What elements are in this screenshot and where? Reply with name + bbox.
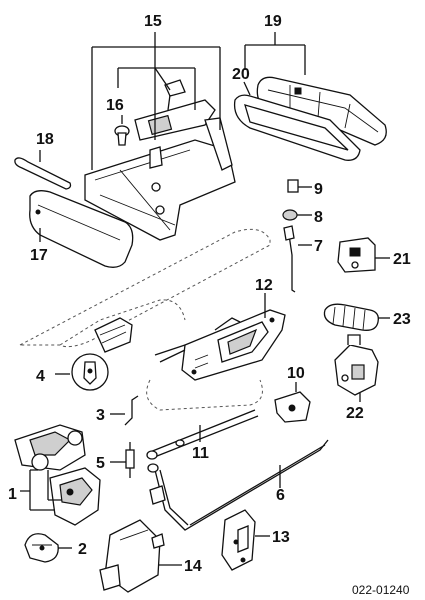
callout-22: 22 — [346, 405, 364, 422]
rod-clip-5 — [110, 442, 135, 478]
outer-handle-17 — [29, 190, 134, 268]
callout-20: 20 — [232, 66, 250, 83]
callout-19: 19 — [264, 13, 282, 30]
callout-10: 10 — [287, 365, 305, 382]
inner-handle-12 — [154, 293, 286, 381]
callout-labels: 1 2 3 4 5 6 7 8 9 10 11 12 13 14 15 16 1… — [8, 13, 411, 575]
seal-ring-8 — [282, 209, 312, 221]
callout-3: 3 — [96, 407, 105, 424]
handle-seal-18 — [14, 150, 72, 190]
leader-19 — [244, 32, 306, 75]
control-module-14 — [99, 519, 182, 593]
rod-3 — [110, 395, 139, 426]
sleeve-23 — [323, 303, 390, 331]
screw-16 — [114, 115, 130, 146]
callout-14: 14 — [184, 558, 202, 575]
striker-21 — [337, 237, 390, 273]
lock-cylinder-9 — [287, 179, 312, 193]
leader-1 — [20, 469, 55, 511]
lock-rod-7 — [283, 225, 312, 293]
callout-15: 15 — [144, 13, 162, 30]
lock-actuator-22 — [334, 334, 379, 402]
grommet-2 — [24, 533, 72, 563]
callout-23: 23 — [393, 311, 411, 328]
bracket-plate-13 — [221, 509, 270, 571]
callout-8: 8 — [314, 209, 323, 226]
callout-7: 7 — [314, 238, 323, 255]
callout-21: 21 — [393, 251, 411, 268]
leader-20 — [243, 81, 251, 96]
callout-9: 9 — [314, 181, 323, 198]
handle-seal-20 — [233, 94, 361, 161]
callout-12: 12 — [255, 277, 273, 294]
bracket-10 — [274, 382, 311, 423]
callout-18: 18 — [36, 131, 54, 148]
callout-17: 17 — [30, 247, 48, 264]
door-lock-1 — [14, 424, 101, 526]
callout-4: 4 — [36, 368, 45, 385]
callout-2: 2 — [78, 541, 87, 558]
diagram-code: 022-01240 — [352, 583, 410, 597]
door-outline — [19, 228, 271, 411]
callout-16: 16 — [106, 97, 124, 114]
callout-11: 11 — [192, 445, 209, 462]
callout-6: 6 — [276, 487, 285, 504]
clip-4 — [55, 353, 109, 391]
cable-11 — [146, 409, 259, 460]
callout-13: 13 — [272, 529, 290, 546]
callout-1: 1 — [8, 486, 17, 503]
leader-15 — [91, 32, 221, 170]
callout-5: 5 — [96, 455, 105, 472]
door-latch-area — [94, 317, 133, 353]
cable-6 — [147, 439, 329, 531]
